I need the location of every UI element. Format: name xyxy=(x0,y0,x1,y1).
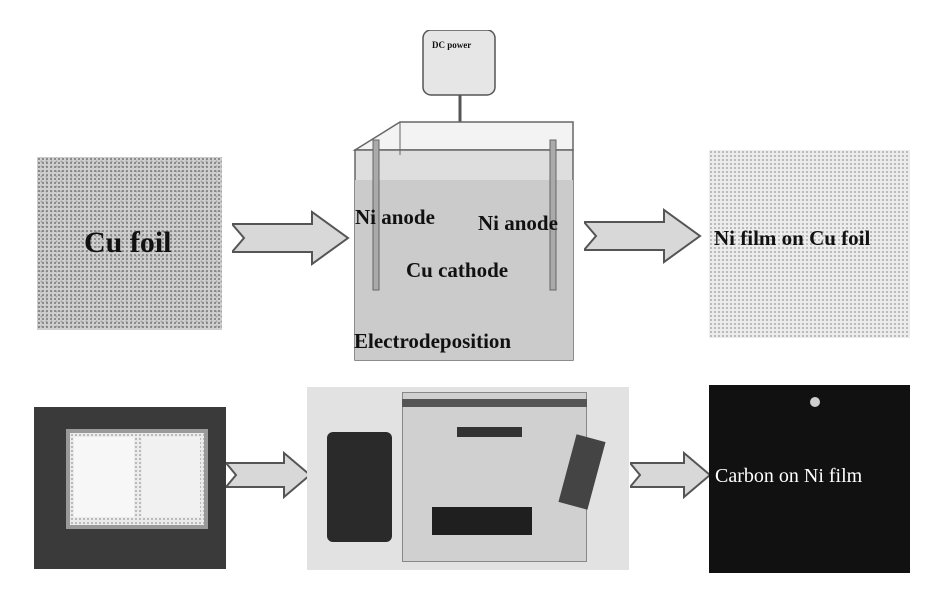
cu-cathode-label: Cu cathode xyxy=(406,258,508,283)
ni-anode-left-label: Ni anode xyxy=(355,205,435,230)
arrow-right-icon xyxy=(584,208,702,264)
photo-tray xyxy=(34,407,226,569)
arrow-right-icon xyxy=(232,210,350,266)
arrow-right-icon xyxy=(226,451,312,499)
cu-foil-label: Cu foil xyxy=(84,226,172,260)
power-supply-label: DC power xyxy=(432,40,471,50)
electrodeposition-label: Electrodeposition xyxy=(354,329,511,354)
ni-film-label: Ni film on Cu foil xyxy=(714,226,870,251)
ni-anode-right-label: Ni anode xyxy=(478,211,558,236)
electrodeposition-tank xyxy=(345,30,585,370)
photo-furnace xyxy=(307,387,629,570)
arrow-right-icon xyxy=(630,451,712,499)
carbon-on-ni-label: Carbon on Ni film xyxy=(715,465,862,488)
